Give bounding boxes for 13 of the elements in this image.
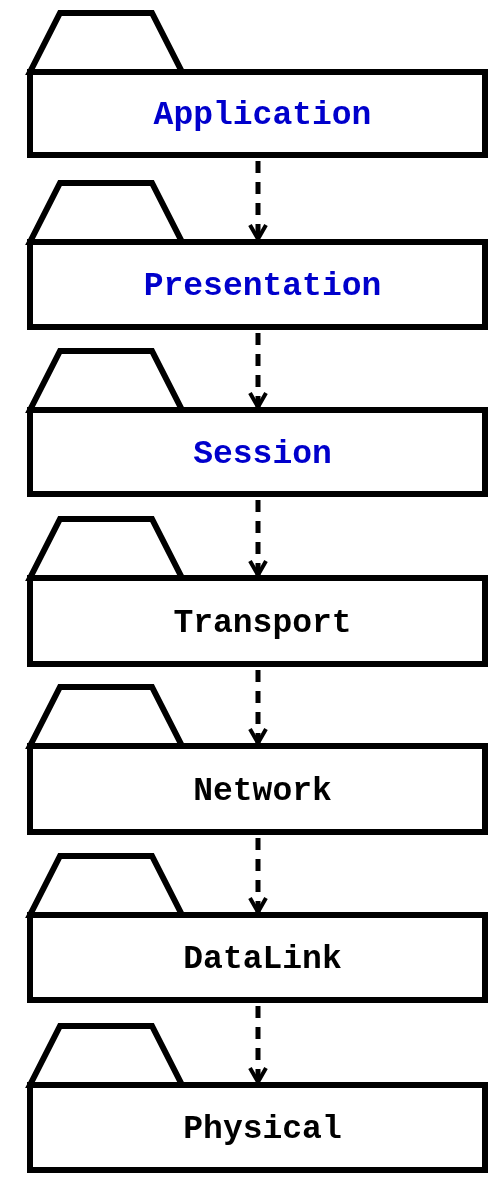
layer-label: Session xyxy=(193,435,332,472)
layer-label: Application xyxy=(153,96,372,134)
layer-label: Physical xyxy=(183,1110,342,1148)
dashed-arrow xyxy=(248,333,268,409)
layer-label: Network xyxy=(193,772,332,809)
dashed-arrow xyxy=(248,1006,268,1084)
dashed-arrow xyxy=(248,161,268,241)
dashed-arrow xyxy=(248,500,268,577)
dashed-arrow xyxy=(248,838,268,914)
dashed-arrow xyxy=(248,670,268,745)
layer-label: DataLink xyxy=(183,940,342,978)
layer-label: Presentation xyxy=(143,267,382,305)
layer-label: Transport xyxy=(173,604,352,641)
